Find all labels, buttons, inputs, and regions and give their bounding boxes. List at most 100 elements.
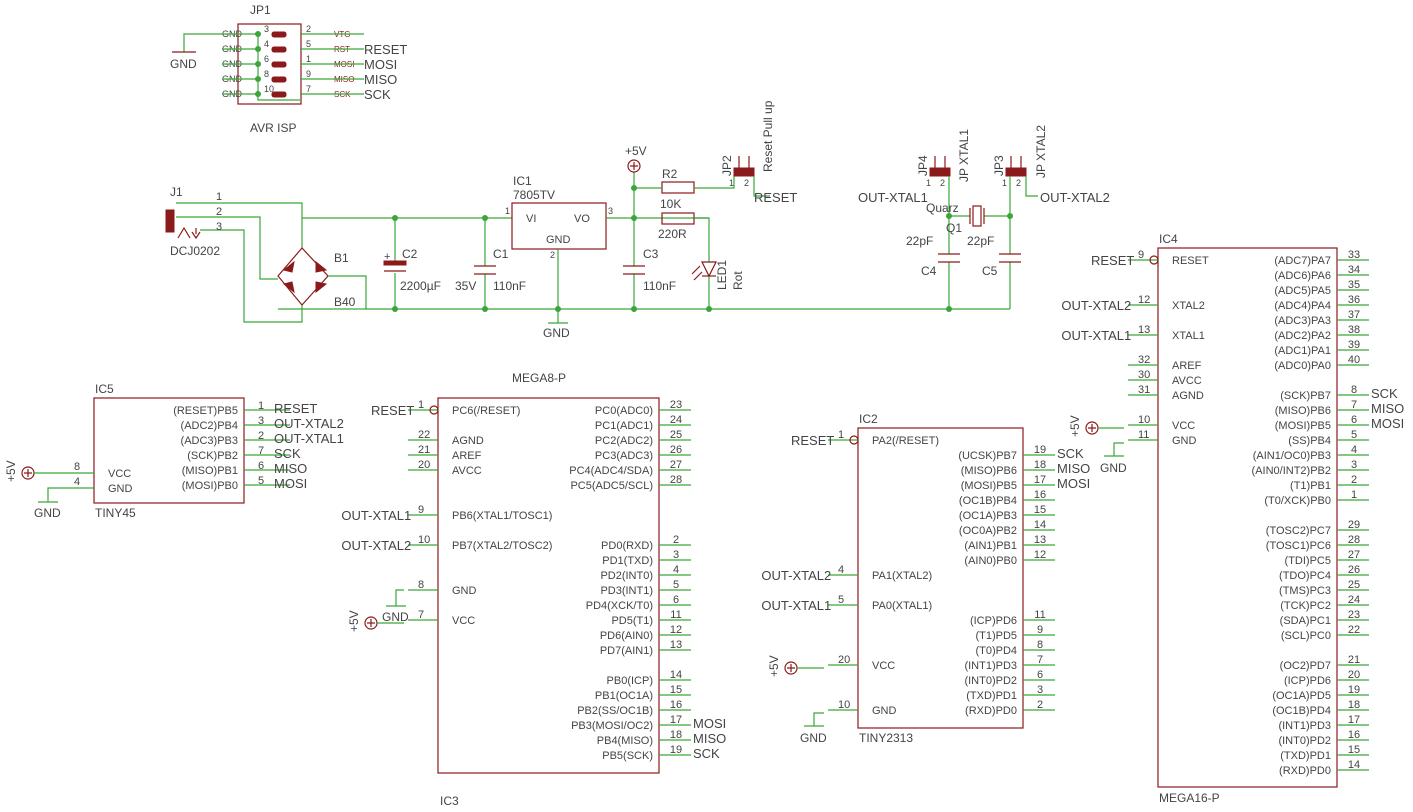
- net-label: MOSI: [693, 716, 726, 731]
- c3-name: C3: [643, 247, 659, 261]
- pin-label: (T0)PD4: [975, 645, 1017, 657]
- pin-label: (INT1)PD3: [964, 660, 1017, 672]
- pin-label: (ADC3)PA3: [1274, 315, 1331, 327]
- pin-label: (TOSC1)PC6: [1266, 540, 1331, 552]
- pin-number: 23: [670, 399, 682, 411]
- pin-number: 19: [1348, 684, 1360, 696]
- pin-label: (SCK)PB7: [1280, 390, 1331, 402]
- pin-number: 17: [1034, 474, 1046, 486]
- ic1-name: IC1: [513, 174, 532, 188]
- pin-label: (AIN0)PB0: [964, 555, 1017, 567]
- pin-label: AVCC: [1172, 375, 1202, 387]
- pin-label: AVCC: [452, 465, 482, 477]
- vcc-5v-icon: [627, 159, 641, 173]
- pin-label: PC2(ADC2): [595, 435, 653, 447]
- led1-icon: [701, 261, 717, 278]
- pin-number: 11: [1138, 429, 1149, 441]
- net-label: SCK: [693, 746, 720, 761]
- pin-number: 4: [838, 564, 844, 576]
- ic1-pin1: 1: [505, 206, 510, 216]
- pin-number: 7: [1351, 399, 1357, 411]
- pin-label: PC3(ADC3): [595, 450, 653, 462]
- pin-number: 5: [673, 579, 679, 591]
- pin-number: 6: [258, 460, 264, 472]
- jp4-name: JP4: [916, 155, 930, 176]
- pin-label: AREF: [452, 450, 482, 462]
- pin-number: 2: [1037, 699, 1043, 711]
- pin-label: XTAL1: [1172, 330, 1205, 342]
- pin-number: 4: [74, 476, 80, 488]
- pin-number: 7: [258, 445, 264, 457]
- pin-label: GND: [452, 585, 477, 597]
- jp1-pin-num: 4: [264, 39, 269, 49]
- jp2-name: JP2: [720, 155, 734, 176]
- pin-number: 18: [1348, 699, 1360, 711]
- pin-number: 6: [1351, 414, 1357, 426]
- c3-value: 110nF: [643, 279, 676, 293]
- jp1-pin-icon: [271, 46, 287, 53]
- ic2-body: [857, 427, 1024, 729]
- net-label: MOSI: [274, 476, 307, 491]
- pin-number: 15: [1034, 504, 1046, 516]
- b1-value: B40: [334, 295, 356, 309]
- jp1-pin-num: 10: [264, 84, 274, 94]
- pin-number: 8: [418, 579, 424, 591]
- ic2-name: IC2: [859, 412, 878, 426]
- ic1-body: [511, 202, 607, 250]
- pin-number: 1: [418, 399, 424, 411]
- pin-number: 20: [1348, 669, 1360, 681]
- j1-jack-icon: [165, 209, 175, 233]
- jp2-jumper-icon: [733, 167, 755, 177]
- pin-label: VCC: [108, 468, 131, 480]
- c5-cap-icon: [999, 253, 1021, 263]
- pin-label: (TDI)PC5: [1285, 555, 1331, 567]
- pin-number: 27: [670, 459, 682, 471]
- pin-number: 11: [1034, 609, 1045, 621]
- pin-number: 6: [673, 594, 679, 606]
- jp3-net: OUT-XTAL2: [1040, 190, 1110, 205]
- c2-cap-icon: [383, 260, 407, 266]
- ic1-gnd: GND: [546, 234, 571, 246]
- pin-number: 5: [258, 475, 264, 487]
- reset-inverted-icon: [1149, 255, 1159, 265]
- jp1-pin-icon: [271, 91, 287, 98]
- pin-number: 40: [1348, 354, 1360, 366]
- pin-label: PC4(ADC4/SDA): [569, 465, 653, 477]
- jp1-pin-num: 3: [264, 24, 269, 34]
- pin-number: 2: [258, 430, 264, 442]
- pin-label: PB3(MOSI/OC2): [571, 720, 653, 732]
- reset-inverted-icon: [429, 405, 439, 415]
- pin-label: (AIN1/OC0)PB3: [1253, 450, 1331, 462]
- pin-number: 32: [1138, 354, 1150, 366]
- net-label: OUT-XTAL2: [341, 538, 411, 553]
- pin-number: 17: [670, 714, 682, 726]
- pin-label: (TDO)PC4: [1279, 570, 1331, 582]
- pin-label: (ADC2)PB4: [181, 420, 238, 432]
- pin-label: AGND: [1172, 390, 1204, 402]
- net-label: MISO: [1371, 401, 1404, 416]
- c2-plus: +: [384, 251, 390, 263]
- ic4-name: IC4: [1159, 232, 1178, 246]
- gnd-label: GND: [543, 326, 570, 340]
- ic3-gnd-label: GND: [382, 610, 409, 624]
- pin-label: (SCL)PC0: [1281, 630, 1331, 642]
- pin-label: (OC0A)PB2: [959, 525, 1017, 537]
- pin-label: VCC: [452, 615, 475, 627]
- pin-label: (ADC0)PA0: [1274, 360, 1331, 372]
- jp2-value: Reset Pull up: [761, 100, 775, 172]
- jp3-pin2: 2: [1016, 178, 1021, 188]
- pin-label: (MOSI)PB5: [961, 480, 1017, 492]
- pin-number: 28: [670, 474, 682, 486]
- pin-label: VCC: [1172, 420, 1195, 432]
- net-label: MISO: [693, 731, 726, 746]
- jp1-net-label: MOSI: [364, 57, 397, 72]
- jp2-net: RESET: [754, 190, 797, 205]
- jp1-pin-num: 1: [306, 54, 311, 64]
- pin-number: 1: [258, 400, 264, 412]
- pin-label: (ICP)PD6: [970, 615, 1017, 627]
- pin-label: PB5(SCK): [602, 750, 653, 762]
- ic2-value: TINY2313: [859, 731, 913, 745]
- pin-label: PB0(ICP): [607, 675, 653, 687]
